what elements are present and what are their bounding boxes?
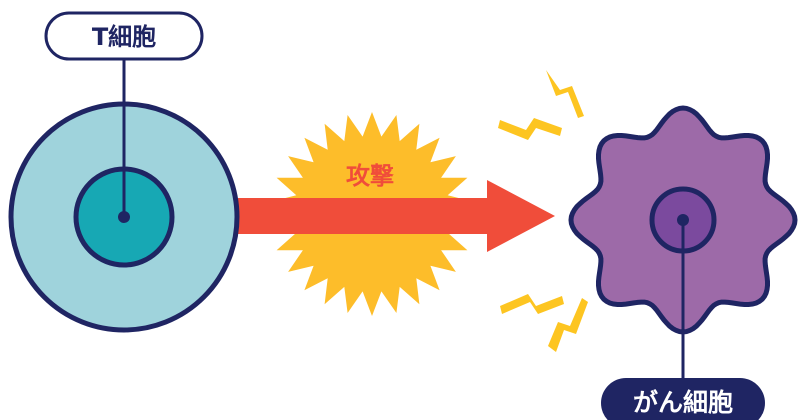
- t-cell-label: T細胞: [46, 13, 202, 59]
- lightning-spark-icon: [546, 70, 584, 118]
- t-cell-label-text: T細胞: [92, 23, 156, 51]
- t-cell: [11, 59, 237, 330]
- lightning-spark-icon: [500, 294, 564, 314]
- t-cell-pointer-dot: [118, 211, 130, 223]
- lightning-spark-icon: [498, 118, 562, 140]
- cancer-cell: [571, 108, 795, 378]
- cancer-cell-label-text: がん細胞: [633, 388, 733, 417]
- attack-label: 攻撃: [346, 162, 394, 190]
- cancer-cell-pointer-dot: [677, 214, 689, 226]
- cancer-cell-label: がん細胞: [601, 378, 765, 420]
